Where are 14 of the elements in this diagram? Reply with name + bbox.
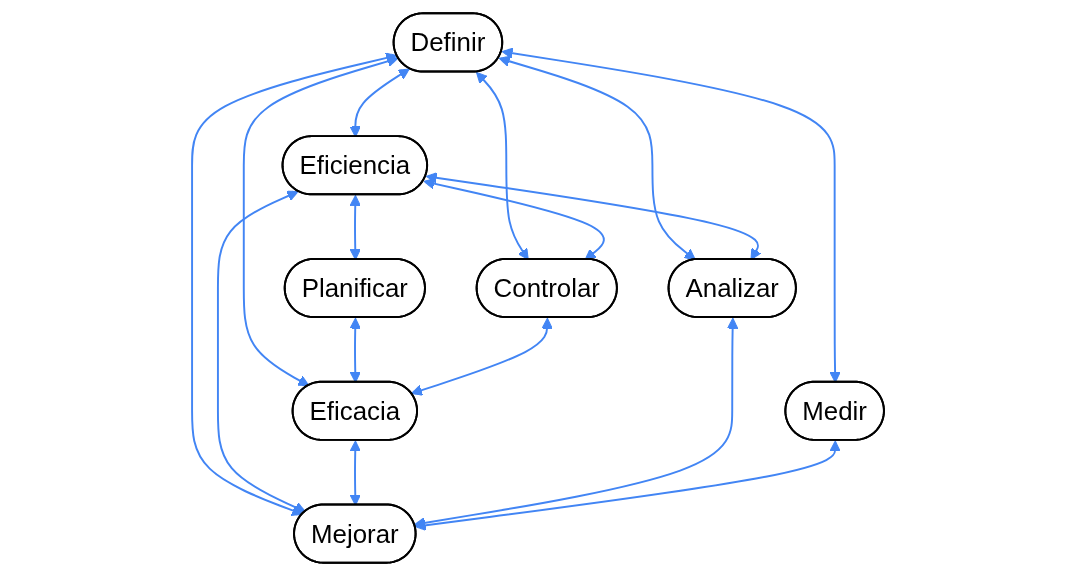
arrow <box>475 71 529 260</box>
arrow <box>242 55 399 386</box>
arrow <box>498 55 696 260</box>
arrow <box>191 51 398 516</box>
arrow <box>501 47 841 383</box>
arrow <box>216 190 306 513</box>
arrow <box>349 440 361 506</box>
arrow <box>425 171 762 260</box>
arrow <box>423 177 605 260</box>
arrow <box>349 194 361 260</box>
arrow <box>349 317 361 383</box>
arrow <box>349 68 410 137</box>
arrow <box>414 440 841 531</box>
arrow <box>411 317 553 396</box>
